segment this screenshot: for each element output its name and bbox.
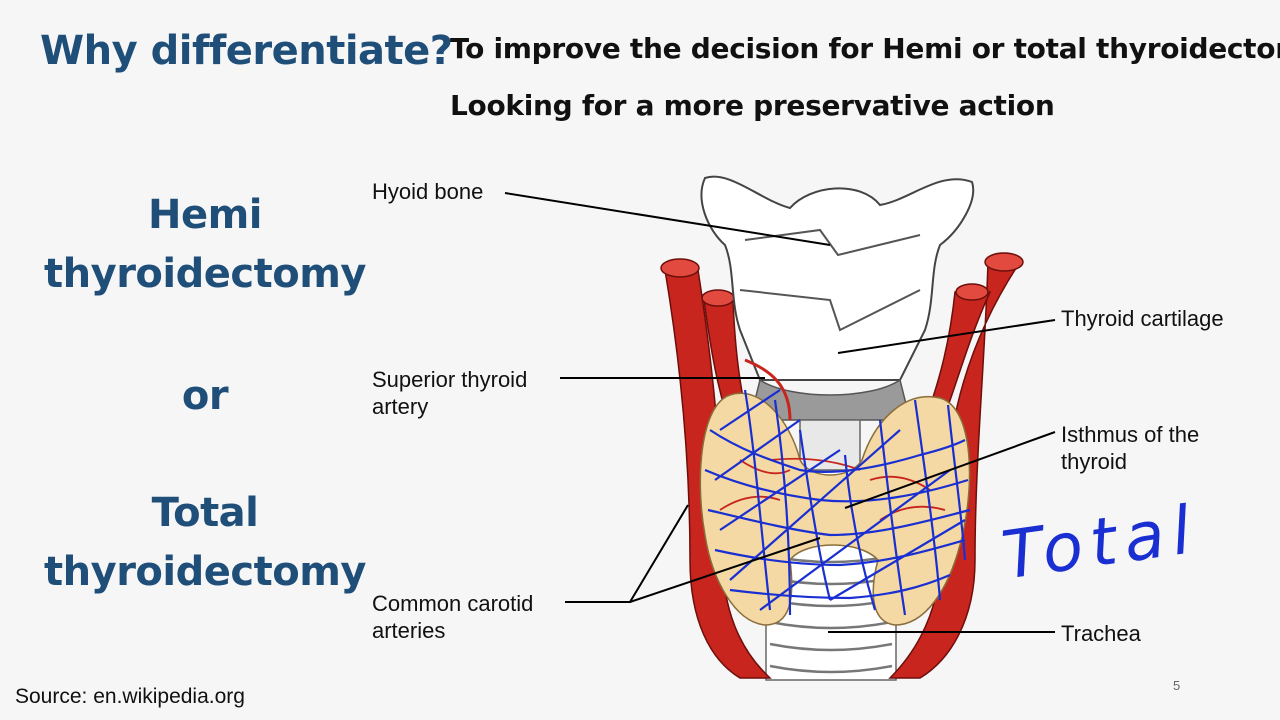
- label-common-carotid-line2: arteries: [372, 618, 446, 643]
- option-hemi-line2: thyroidectomy: [44, 251, 366, 297]
- option-or: or: [181, 373, 229, 419]
- subtitle-preservative: Looking for a more preservative action: [450, 89, 1055, 122]
- label-isthmus-line1: Isthmus of the: [1061, 422, 1200, 447]
- label-trachea: Trachea: [1061, 621, 1141, 646]
- slide-title: Why differentiate?: [40, 28, 453, 74]
- handwritten-total-annotation: Total: [997, 491, 1203, 595]
- option-total-line1: Total: [151, 490, 259, 536]
- option-hemi-line1: Hemi: [148, 192, 263, 238]
- label-hyoid-bone: Hyoid bone: [372, 179, 484, 204]
- label-thyroid-cartilage: Thyroid cartilage: [1061, 306, 1224, 331]
- leader-lines: [504, 192, 1056, 633]
- label-superior-thyroid-artery-line2: artery: [372, 394, 429, 419]
- handwritten-hatching: [704, 389, 971, 616]
- thyroid-gland-illustration: [699, 358, 971, 626]
- subtitle-decision: To improve the decision for Hemi or tota…: [450, 32, 1280, 65]
- option-total-line2: thyroidectomy: [44, 549, 366, 595]
- label-common-carotid-line1: Common carotid: [372, 591, 534, 616]
- label-superior-thyroid-artery-line1: Superior thyroid: [372, 367, 528, 392]
- page-number: 5: [1173, 678, 1181, 693]
- label-isthmus-line2: thyroid: [1061, 449, 1128, 474]
- source-citation: Source: en.wikipedia.org: [15, 685, 245, 708]
